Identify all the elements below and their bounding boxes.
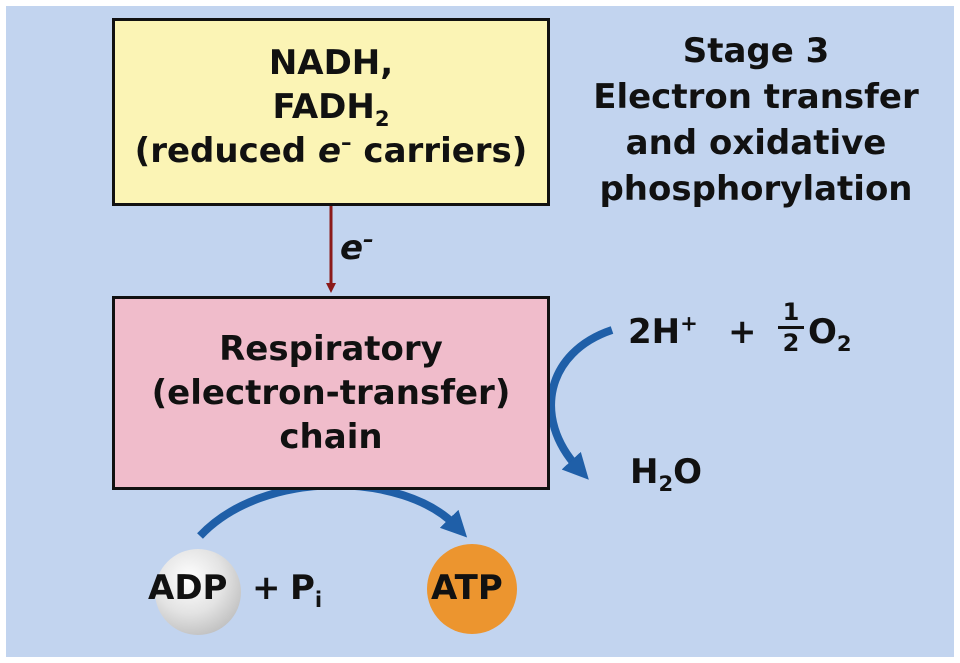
carrier-nadh-label: NADH,: [268, 43, 394, 83]
fraction-denominator: 2: [782, 329, 800, 357]
proton-term: 2H+: [628, 310, 698, 352]
diagram-canvas: NADH, FADH2 (reduced e– carriers) Stage …: [6, 6, 954, 657]
chain-line-2: (electron-transfer): [151, 373, 511, 413]
adp-circle: [155, 549, 241, 635]
stage-number: Stage 3: [682, 31, 830, 71]
water-product: H2O: [630, 452, 703, 496]
fraction-numerator: 1: [782, 298, 800, 326]
atp-label: ATP: [431, 568, 503, 608]
phosphorylation-arrow: [197, 481, 468, 539]
atp-circle: [427, 544, 517, 634]
reactant-plus: +: [728, 312, 757, 352]
stage-line-4: phosphorylation: [599, 169, 913, 209]
respiratory-chain-box: Respiratory (electron-transfer) chain: [112, 296, 550, 490]
oxygen-reduction-arrow: [547, 326, 614, 480]
stage-line-3: and oxidative: [625, 123, 887, 163]
chain-line-3: chain: [279, 417, 383, 457]
fraction-bar: [778, 326, 804, 329]
adp-label: ADP: [148, 568, 228, 608]
adp-plus: +: [252, 568, 281, 608]
stage-line-2: Electron transfer: [593, 77, 919, 117]
carrier-description: (reduced e– carriers): [134, 129, 528, 171]
reduced-carriers-box: NADH, FADH2 (reduced e– carriers): [112, 18, 550, 206]
carrier-fadh2-label: FADH2: [272, 87, 390, 131]
electron-label: e–: [340, 226, 374, 268]
half-fraction: 1 2: [778, 300, 804, 355]
phosphate-label: Pi: [290, 568, 323, 612]
oxygen-term: O2: [808, 312, 852, 356]
chain-line-1: Respiratory: [219, 329, 443, 369]
stage-title: Stage 3 Electron transfer and oxidative …: [576, 28, 936, 212]
